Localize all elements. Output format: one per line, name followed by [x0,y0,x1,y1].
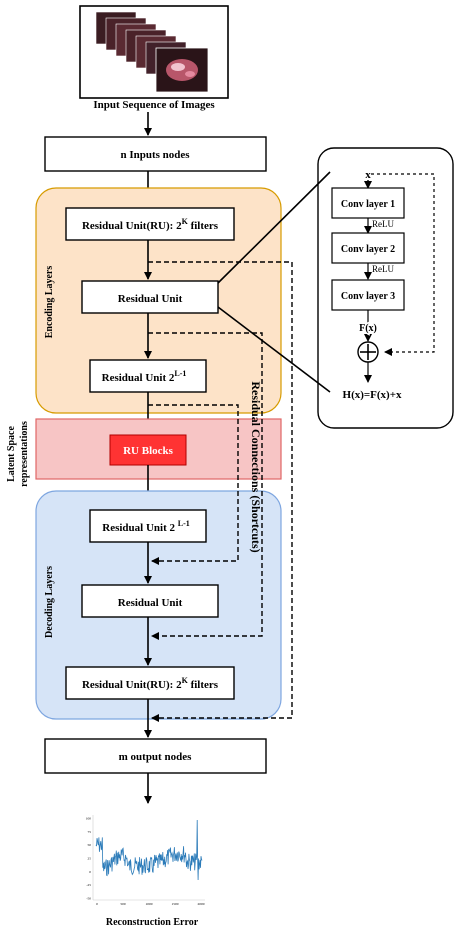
enc-ru2-label: Residual Unit [118,293,183,305]
shortcut-label: Residual Connections (Shortcuts) [249,381,263,552]
y-tick-label: 75 [88,830,92,834]
enc-residual-unit-1 [65,207,235,241]
detail-relu-2: ReLU [372,264,394,274]
ru-blocks [109,434,187,466]
sum-node-icon [357,341,379,363]
enc-ru1-label: Residual Unit(RU): 2K filters [82,217,219,232]
x-tick-label: 1500 [172,902,179,906]
y-tick-label: -25 [86,883,91,887]
dec-ru3-label: Residual Unit(RU): 2K filters [82,676,219,691]
detail-conv3-label: Conv layer 3 [341,291,395,302]
y-tick-label: 0 [89,870,91,874]
shortcut-lines [148,261,293,722]
error-plot: 100 75 50 25 0 -25 -50 0 500 1000 1500 2000 [86,815,205,906]
reconstruction-error-line [95,819,203,881]
enc-ru3-label: Residual Unit 2L-1 [102,369,187,384]
detail-input-x: x [365,169,371,181]
input-images [79,5,229,99]
dec-residual-unit-2 [81,584,219,618]
error-caption: Reconstruction Error [106,917,199,928]
output-node-label: m output nodes [119,751,192,763]
detail-fx: F(x) [359,323,377,334]
x-tick-label: 500 [120,902,126,906]
x-tick-label: 0 [96,902,98,906]
enc-residual-unit-3 [89,359,207,393]
dec-residual-unit-3 [65,666,235,700]
image-stack [95,11,209,93]
detail-conv-layer-1 [331,187,405,219]
y-tick-label: -50 [86,897,91,901]
decoding-title: Decoding Layers [44,566,55,638]
latent-title-1: Latent Space [6,426,17,482]
dec-ru1-label: Residual Unit 2 L-1 [102,519,190,534]
dec-ru2-label: Residual Unit [118,597,183,609]
error-plot-y-ticks: 100 75 50 25 0 -25 -50 [86,817,92,901]
detail-hx: H(x)=F(x)+x [343,389,402,401]
x-tick-label: 2000 [198,902,205,906]
inputs-node-box [44,136,267,172]
latent-title-2: representations [19,421,30,487]
input-caption: Input Sequence of Images [93,99,215,111]
error-plot-x-ticks: 0 500 1000 1500 2000 [96,902,205,906]
output-node-box [44,738,267,774]
zoom-line-top [217,171,331,284]
detail-relu-1: ReLU [372,219,394,229]
x-tick-label: 1000 [146,902,153,906]
detail-identity-shortcut [371,173,435,356]
detail-conv1-label: Conv layer 1 [341,199,395,210]
y-tick-label: 50 [88,843,92,847]
detail-conv-layer-2 [331,232,405,264]
y-tick-label: 100 [86,817,92,821]
zoom-line-bottom [217,306,331,393]
enc-residual-unit-2 [81,280,219,314]
ru-blocks-label: RU Blocks [123,445,174,457]
inputs-node-label: n Inputs nodes [120,149,190,161]
encoding-title: Encoding Layers [44,266,55,339]
detail-conv2-label: Conv layer 2 [341,244,395,255]
dec-residual-unit-1 [89,509,207,543]
y-tick-label: 25 [88,857,92,861]
detail-conv-layer-3 [331,279,405,311]
